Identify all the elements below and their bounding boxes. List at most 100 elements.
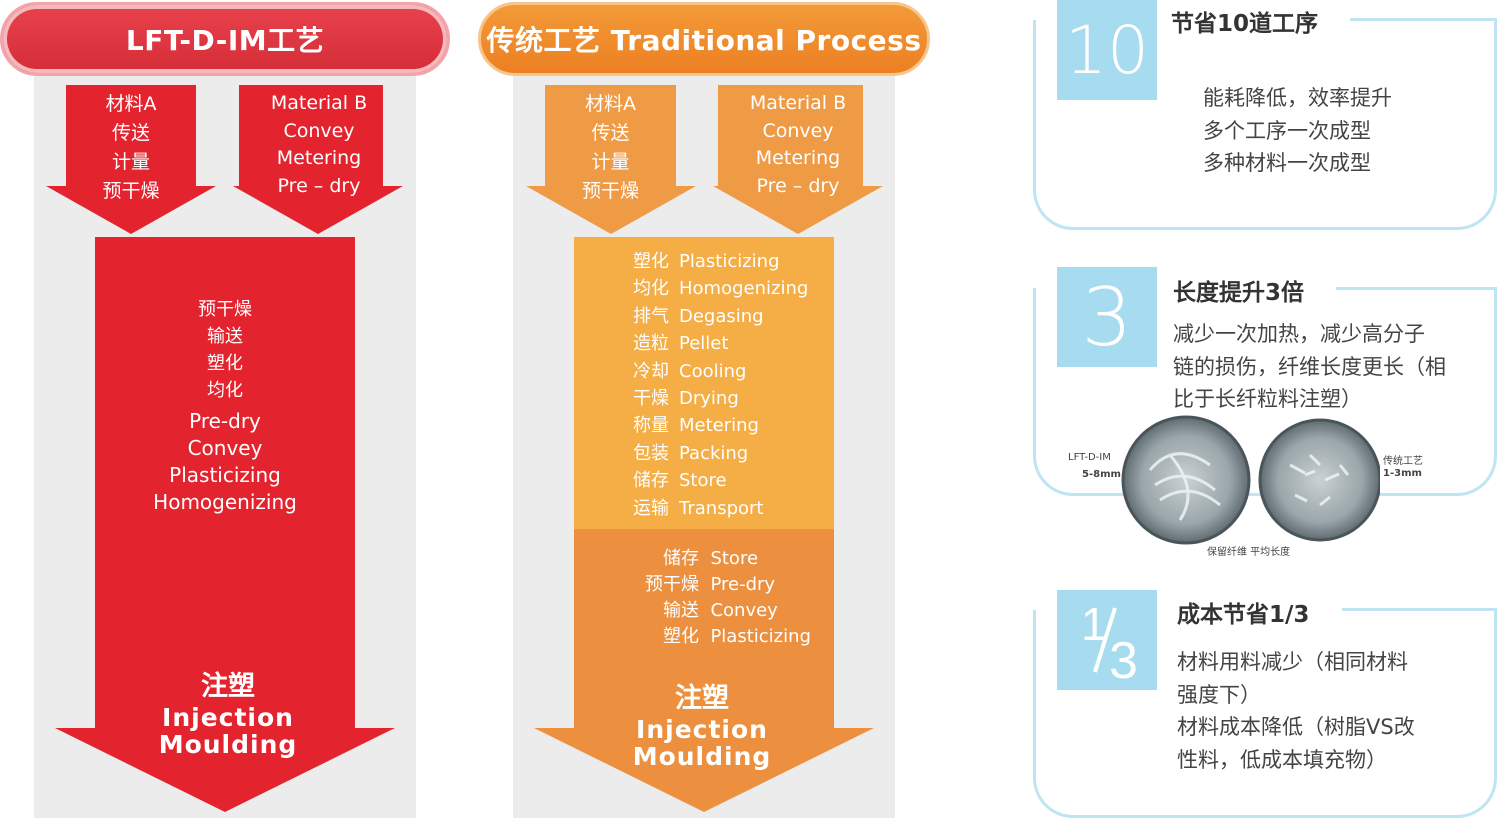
card-line: 减少一次加热，减少高分子 (1173, 322, 1425, 346)
main-step: 输送 (207, 326, 243, 347)
card-line: 多种材料一次成型 (1203, 151, 1371, 175)
left-result-zh: 注塑 (201, 671, 255, 702)
step-en: Degasing (679, 305, 764, 327)
step-zh: 冷却 (633, 360, 669, 382)
left-arrow-a-shape (46, 85, 216, 234)
left-arrow-a-text: 材料A 传送 计量 预干燥 (66, 90, 196, 206)
step-en: Pre-dry (710, 574, 776, 595)
process-step: 预干燥 Pre-dry (628, 572, 811, 598)
card1-title-line (1350, 18, 1497, 21)
traditional-arrows (526, 85, 883, 812)
step-zh: 塑化 (663, 626, 699, 647)
card1-badge: 10 (1057, 0, 1157, 100)
process-step: 储存 Store (628, 546, 811, 572)
trad-arrow-a-text: 材料A 传送 计量 预干燥 (545, 90, 676, 206)
step-zh: 预干燥 (645, 574, 699, 595)
card-line: 材料用料减少（相同材料 (1177, 650, 1408, 674)
process-step: 塑化 Plasticizing (628, 624, 811, 650)
left-panel-header: LFT-D-IM工艺 (0, 2, 450, 76)
arrow-b-line: Convey (762, 119, 834, 142)
step-zh: 塑化 (633, 251, 669, 272)
left-main-zh-list: 预干燥 输送 塑化 均化 (95, 296, 355, 404)
process-step: 冷却 Cooling (633, 358, 808, 385)
badge-numerator: 1 (1081, 598, 1107, 650)
process-step: 储存 Store (633, 467, 808, 494)
step-en: Cooling (679, 360, 747, 382)
card-line: 材料成本降低（树脂VS改 (1177, 715, 1415, 739)
left-main-arrow-shape (55, 237, 395, 812)
arrow-a-line: 材料A (585, 93, 636, 115)
step-en: Drying (679, 388, 739, 410)
left-arrow-b-text: Material B Convey Metering Pre – dry (239, 90, 399, 200)
arrow-b-line: Metering (755, 147, 841, 169)
arrow-b-line: Pre – dry (277, 174, 361, 197)
left-result-en: Injection Moulding (108, 704, 348, 758)
main-step: Pre-dry (189, 409, 261, 433)
main-step: Plasticizing (169, 463, 281, 487)
arrow-a-line: 计量 (591, 151, 630, 173)
step-zh: 储存 (633, 470, 669, 492)
main-step: 塑化 (207, 353, 243, 374)
process-step: 包装 Packing (633, 440, 808, 467)
trad-result-zh: 注塑 (675, 683, 729, 714)
step-zh: 均化 (633, 278, 669, 300)
card-line: 能耗降低，效率提升 (1203, 86, 1392, 110)
result-line: Moulding (632, 742, 772, 771)
step-zh: 输送 (663, 600, 699, 621)
step-en: Plasticizing (679, 251, 780, 272)
fiber-left-label: LFT-D-IM (1068, 452, 1111, 463)
result-line: Injection (636, 715, 768, 744)
arrow-a-line: 预干燥 (581, 180, 639, 202)
trad-arrow-b-shape (713, 85, 883, 234)
step-en: Store (679, 470, 727, 492)
arrow-a-line: 计量 (111, 151, 150, 173)
arrow-a-line: 预干燥 (102, 180, 160, 202)
card1-title: 节省10道工序 (1171, 11, 1319, 37)
step-en: Packing (679, 442, 749, 464)
card2-badge: 3 (1057, 267, 1157, 367)
trad-result-en: Injection Moulding (582, 716, 822, 770)
result-line: Injection (162, 703, 294, 732)
card3-title-line (1342, 608, 1497, 611)
right-panel-header: 传统工艺 Traditional Process (478, 2, 930, 76)
step-zh: 包装 (633, 442, 669, 464)
fraction-one-third-icon: 1 3 (1081, 598, 1138, 690)
arrow-a-line: 传送 (591, 122, 630, 144)
card2-title: 长度提升3倍 (1173, 280, 1305, 306)
fiber-left-value: 5-8mm (1082, 469, 1121, 480)
arrow-b-line: Metering (276, 147, 362, 169)
arrow-b-line: Pre – dry (756, 174, 840, 197)
fiber-right-value: 1-3mm (1383, 468, 1422, 479)
card2-title-line (1336, 287, 1497, 290)
step-en: Plasticizing (710, 626, 811, 647)
main-step: 预干燥 (198, 299, 252, 320)
trad-arrow-a-shape (526, 85, 696, 234)
process-step: 塑化 Plasticizing (633, 248, 808, 275)
card-line: 性料，低成本填充物） (1177, 747, 1387, 772)
arrow-b-line: Material B (270, 92, 368, 114)
card-line: 多个工序一次成型 (1203, 118, 1371, 143)
left-main-en-list: Pre-dry Convey Plasticizing Homogenizing (95, 408, 355, 516)
step-en: Metering (679, 415, 759, 437)
step-en: Convey (710, 600, 778, 621)
card3-body: 材料用料减少（相同材料 强度下） 材料成本降低（树脂VS改 性料，低成本填充物） (1177, 646, 1415, 776)
arrow-b-line: Material B (749, 92, 847, 114)
card-line: 比于长纤粒料注塑） (1173, 387, 1362, 411)
card3-title: 成本节省1/3 (1177, 602, 1310, 628)
card1-body: 能耗降低，效率提升 多个工序一次成型 多种材料一次成型 (1203, 82, 1392, 180)
benefit-card-3 (1033, 610, 1497, 818)
card-line: 强度下） (1177, 682, 1261, 707)
fiber-caption: 保留纤维 平均长度 (1207, 547, 1291, 558)
process-step: 输送 Convey (628, 598, 811, 624)
card-line: 链的损伤，纤维长度更长（相 (1173, 354, 1446, 379)
fiber-sample-left-icon (1121, 415, 1251, 545)
fiber-right-label: 传统工艺 (1383, 456, 1423, 467)
main-step: Convey (187, 436, 263, 460)
step-en: Pellet (679, 333, 729, 355)
